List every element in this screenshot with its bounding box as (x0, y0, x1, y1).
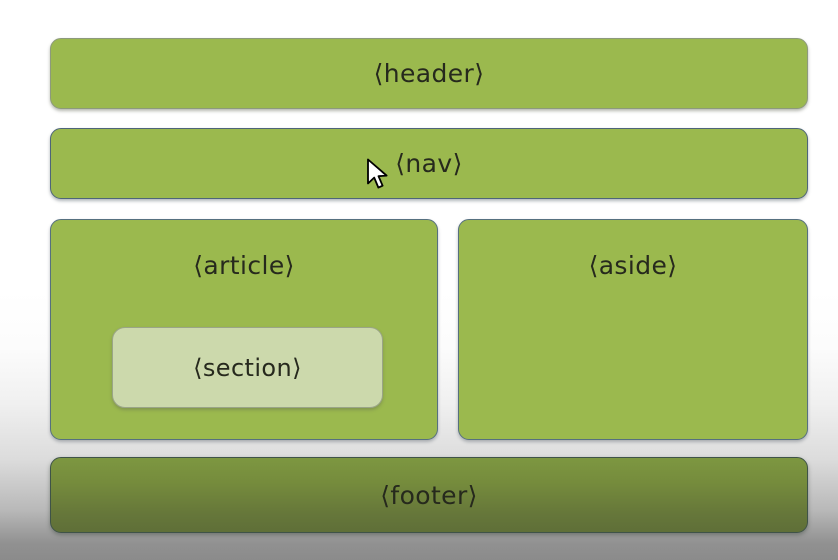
footer-box-label: ⟨footer⟩ (380, 480, 478, 510)
header-box[interactable]: ⟨header⟩ (50, 38, 808, 109)
aside-box[interactable]: ⟨aside⟩ (458, 219, 808, 440)
footer-box[interactable]: ⟨footer⟩ (50, 457, 808, 533)
header-box-label: ⟨header⟩ (373, 59, 485, 88)
nav-box[interactable]: ⟨nav⟩ (50, 128, 808, 199)
nav-box-label: ⟨nav⟩ (395, 149, 463, 178)
section-box-label: ⟨section⟩ (193, 353, 302, 382)
aside-box-label: ⟨aside⟩ (588, 251, 678, 280)
article-box-label: ⟨article⟩ (193, 251, 295, 280)
section-box[interactable]: ⟨section⟩ (112, 327, 383, 408)
